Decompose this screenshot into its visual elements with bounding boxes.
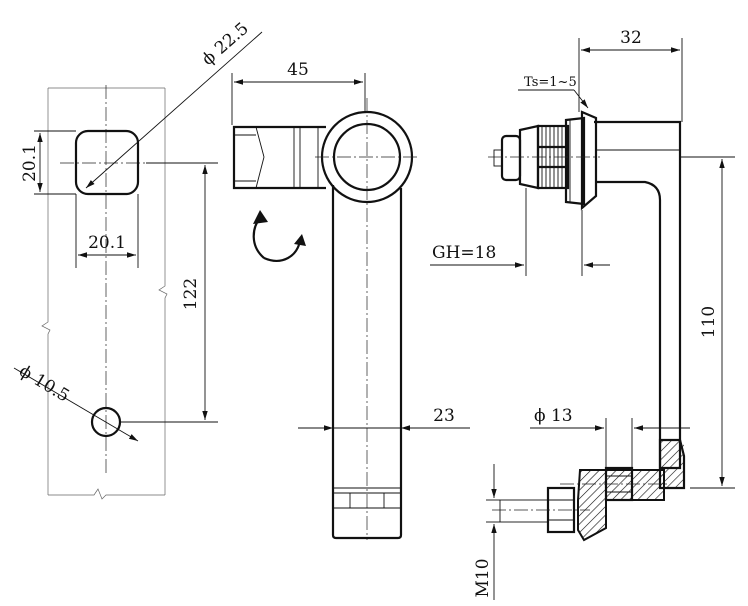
panel-left-edge xyxy=(41,88,51,495)
hole-diameter-label: ϕ 10.5 xyxy=(15,361,72,406)
cutout-diameter-leader xyxy=(85,31,263,189)
threaded-stud xyxy=(499,499,549,523)
handle-length-label: 45 xyxy=(287,60,309,80)
handle-front-view: 45 23 xyxy=(231,60,470,540)
flange xyxy=(580,110,598,211)
square-cutout xyxy=(74,129,140,196)
handle-side-view: 32 Ts=1~5 xyxy=(430,28,735,600)
handle-width-label: 23 xyxy=(433,406,455,426)
cam-bar xyxy=(232,125,326,190)
mounting-bracket xyxy=(577,469,665,542)
lock-cylinder xyxy=(500,134,522,182)
thickness-label: Ts=1~5 xyxy=(524,75,577,90)
handle-side-outline xyxy=(594,120,682,470)
hole-spacing-label: 122 xyxy=(181,278,201,310)
stud-diameter-label: ϕ 13 xyxy=(534,406,573,426)
panel-right-edge xyxy=(158,88,168,495)
depth-label: 32 xyxy=(620,28,642,48)
panel-bottom-break xyxy=(48,488,165,500)
cutout-diameter-label: ϕ 22.5 xyxy=(198,19,253,70)
thread-label: M10 xyxy=(473,558,493,597)
cutout-width-label: 20.1 xyxy=(88,233,126,253)
cutout-height-label: 20.1 xyxy=(20,144,40,182)
gh-label: GH=18 xyxy=(432,243,496,263)
rotation-arrow-icon xyxy=(252,217,302,262)
panel-cutout-view: ϕ 22.5 20.1 20.1 ϕ 10.5 122 xyxy=(13,19,263,500)
overall-height-label: 110 xyxy=(699,306,719,338)
